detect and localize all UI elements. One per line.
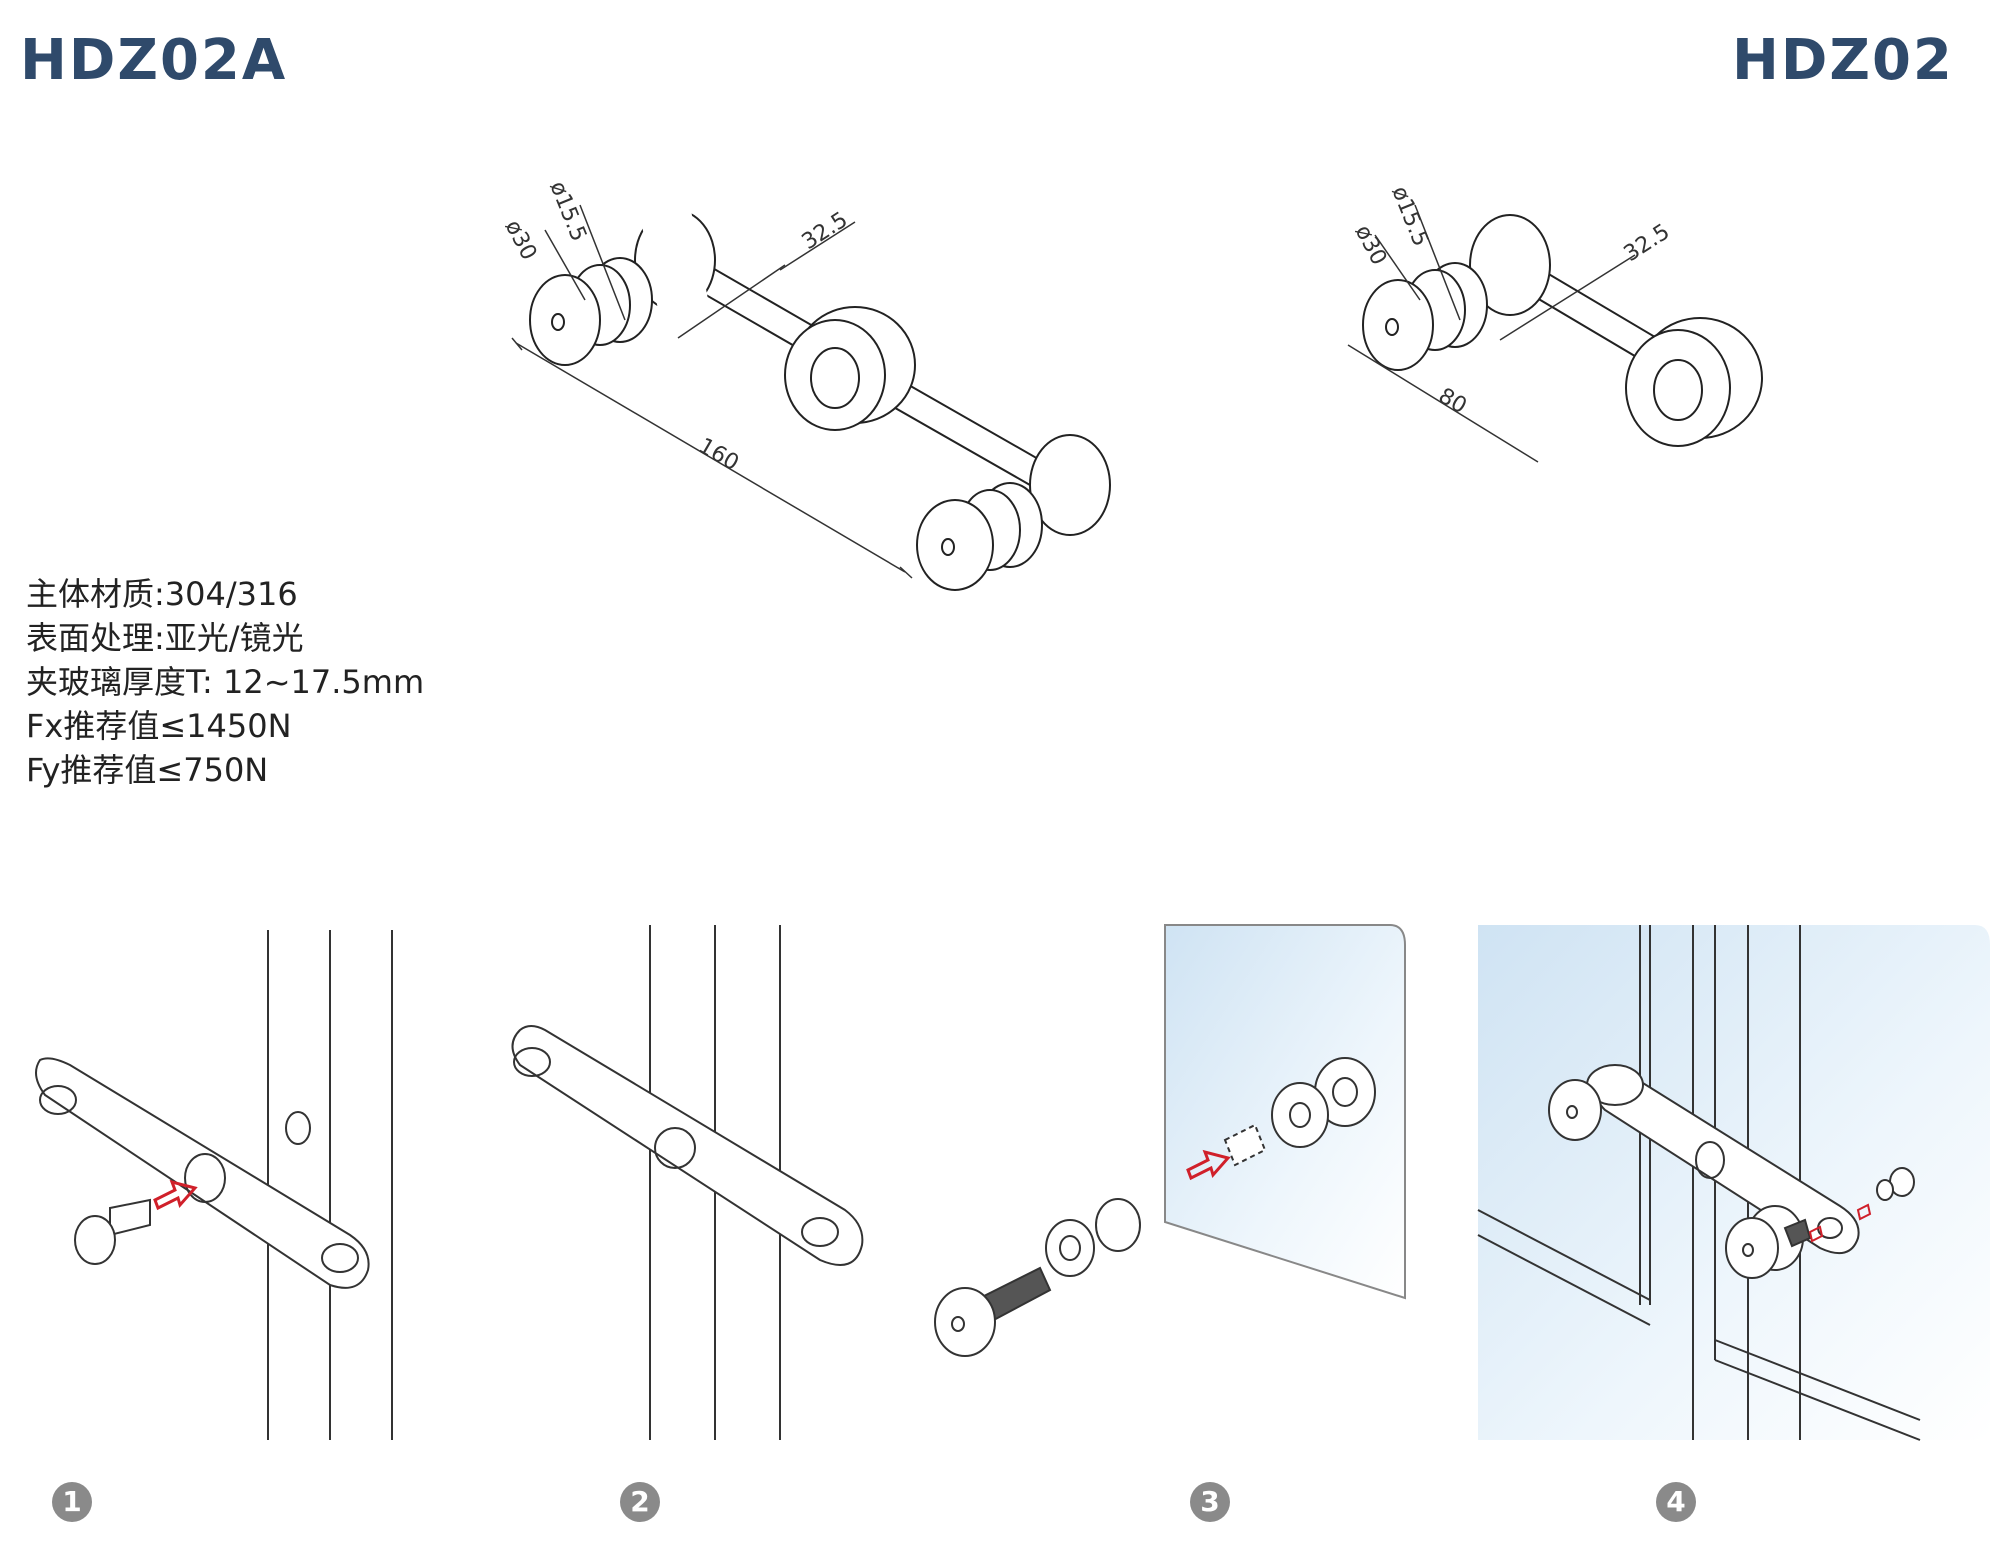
dim-a-d30: ø30 xyxy=(500,216,542,264)
step4-arrow xyxy=(1856,1203,1872,1221)
spec-finish: 表面处理:亚光/镜光 xyxy=(26,619,304,657)
step3-arrow xyxy=(1186,1149,1231,1181)
hdz02a-drawing xyxy=(529,205,1111,591)
spec-fy: Fy推荐值≤750N xyxy=(26,751,269,789)
step4-illustration xyxy=(1477,925,1990,1441)
hdz02a-dimension-lines xyxy=(511,204,913,579)
step-4-badge: 4 xyxy=(1656,1482,1696,1522)
dim-a-325: 32.5 xyxy=(798,207,853,255)
dim-b-80: 80 xyxy=(1434,384,1471,420)
step-3-badge: 3 xyxy=(1190,1482,1230,1522)
dim-a-d15: ø15.5 xyxy=(544,178,591,245)
dim-b-d15: ø15.5 xyxy=(1386,183,1433,250)
step3-illustration xyxy=(934,924,1406,1357)
step1-illustration xyxy=(35,930,393,1440)
hdz02-dimension-lines xyxy=(1347,204,1636,463)
spec-fx: Fx推荐值≤1450N xyxy=(26,707,292,745)
step2-illustration xyxy=(511,925,864,1440)
step-1-badge: 1 xyxy=(52,1482,92,1522)
spec-material: 主体材质:304/316 xyxy=(26,575,298,613)
spec-list: 主体材质:304/316 表面处理:亚光/镜光 夹玻璃厚度T: 12~17.5m… xyxy=(26,572,424,792)
dim-a-160: 160 xyxy=(694,434,743,477)
dim-b-325: 32.5 xyxy=(1620,219,1675,267)
spec-glass-thickness: 夹玻璃厚度T: 12~17.5mm xyxy=(26,663,425,701)
step-2-badge: 2 xyxy=(620,1482,660,1522)
model-title-hdz02: HDZ02 xyxy=(1732,28,1954,93)
hdz02-drawing xyxy=(1362,214,1763,447)
step4-arrow-small xyxy=(1808,1225,1824,1243)
step1-arrow xyxy=(153,1179,198,1211)
dim-b-d30: ø30 xyxy=(1350,221,1392,269)
model-title-hdz02a: HDZ02A xyxy=(20,28,288,93)
